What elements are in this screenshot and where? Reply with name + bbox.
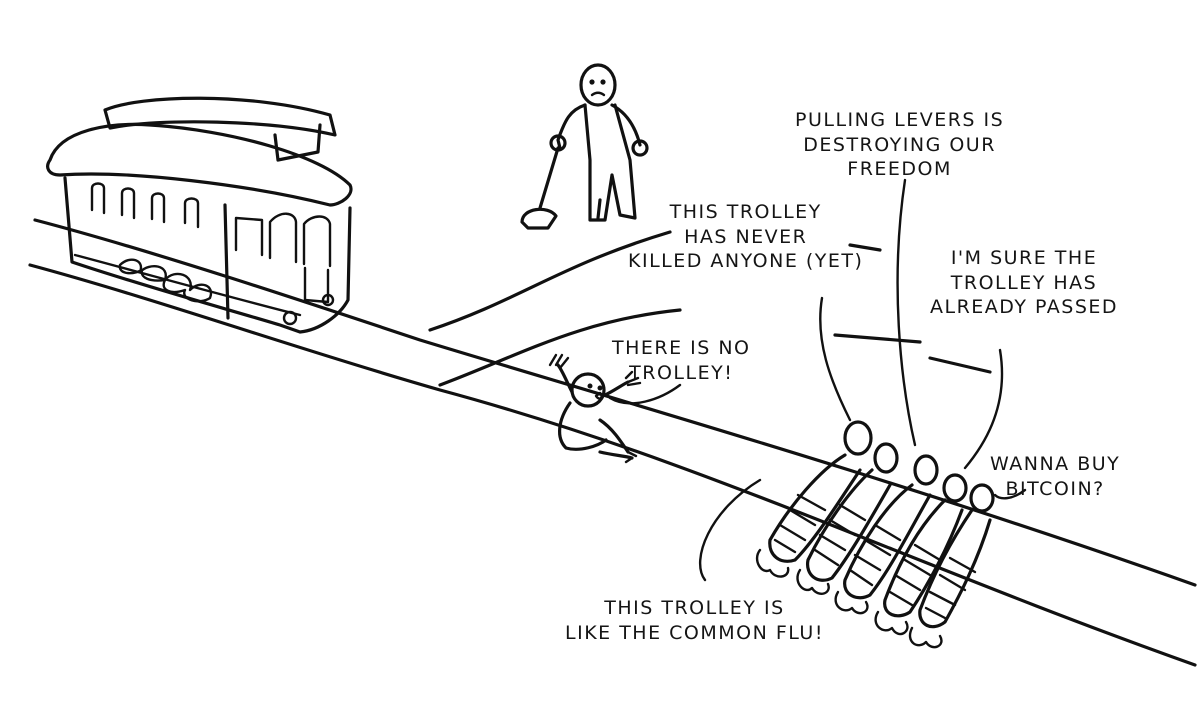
speech-common-flu: THIS TROLLEY IS LIKE THE COMMON FLU!: [565, 597, 824, 644]
side-track: [428, 230, 992, 387]
speech-never-killed: THIS TROLLEY HAS NEVER KILLED ANYONE (YE…: [628, 201, 864, 273]
sitting-person: [548, 353, 642, 464]
speech-pointers: [608, 178, 1027, 582]
trolley: [46, 96, 353, 334]
lever-person: [549, 63, 649, 222]
main-track: [28, 218, 1197, 667]
tied-people-group: [755, 420, 995, 649]
lever: [520, 146, 560, 230]
speech-no-trolley: THERE IS NO TROLLEY!: [612, 337, 751, 384]
speech-pulling-levers: PULLING LEVERS IS DESTROYING OUR FREEDOM: [795, 109, 1005, 181]
speech-buy-bitcoin: WANNA BUY BITCOIN?: [990, 453, 1121, 500]
speech-already-passed: I'M SURE THE TROLLEY HAS ALREADY PASSED: [930, 247, 1119, 319]
